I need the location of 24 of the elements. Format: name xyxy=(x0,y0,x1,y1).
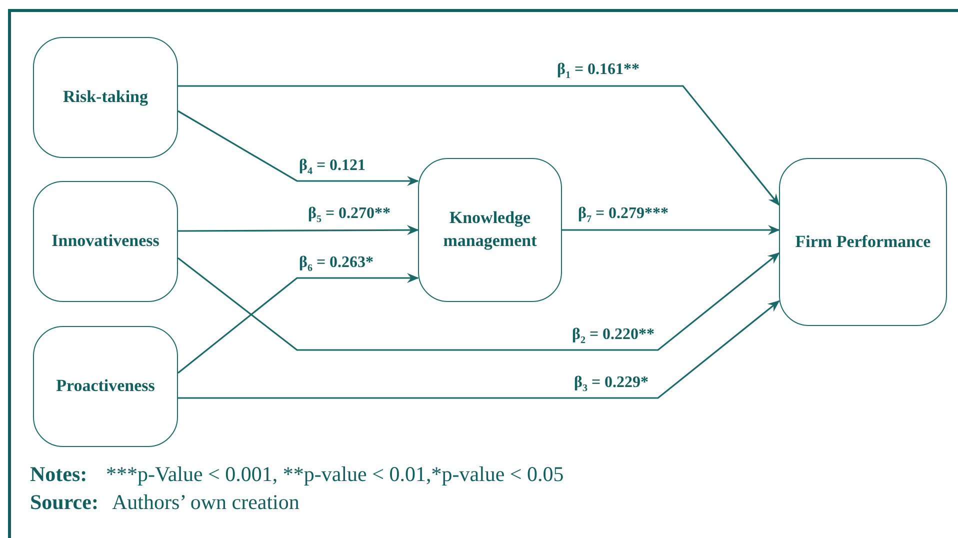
path-arrow xyxy=(178,273,419,374)
edge-label: β$_{3}$ = 0.229* xyxy=(572,374,651,394)
edge-label: β$_{6}$ = 0.263* xyxy=(297,254,376,274)
note-text: Authors’ own creation xyxy=(112,490,300,515)
construct-label: Knowledge management xyxy=(442,207,538,252)
path-arrow xyxy=(178,85,780,206)
construct-label: Innovativeness xyxy=(50,230,160,252)
path-arrow xyxy=(562,225,780,235)
construct-box xyxy=(33,181,178,302)
construct-box xyxy=(418,158,562,302)
note-heading: Notes: xyxy=(30,462,88,487)
path-arrow xyxy=(178,225,419,236)
edge-label: β$_{5}$ = 0.270** xyxy=(306,205,393,226)
construct-label: Proactiveness xyxy=(55,375,156,398)
construct-label: Risk-taking xyxy=(62,86,150,108)
note-heading: Source: xyxy=(30,490,98,515)
construct-box xyxy=(779,158,947,326)
path-arrow xyxy=(178,300,780,399)
note-text: ***p-Value < 0.001, **p-value < 0.01,*p-value < 0.05 xyxy=(106,462,564,487)
construct-label: Firm Performance xyxy=(794,230,932,253)
construct-box xyxy=(33,37,178,158)
path-arrow xyxy=(178,110,419,186)
construct-box xyxy=(33,326,178,447)
path-arrow xyxy=(178,252,780,351)
